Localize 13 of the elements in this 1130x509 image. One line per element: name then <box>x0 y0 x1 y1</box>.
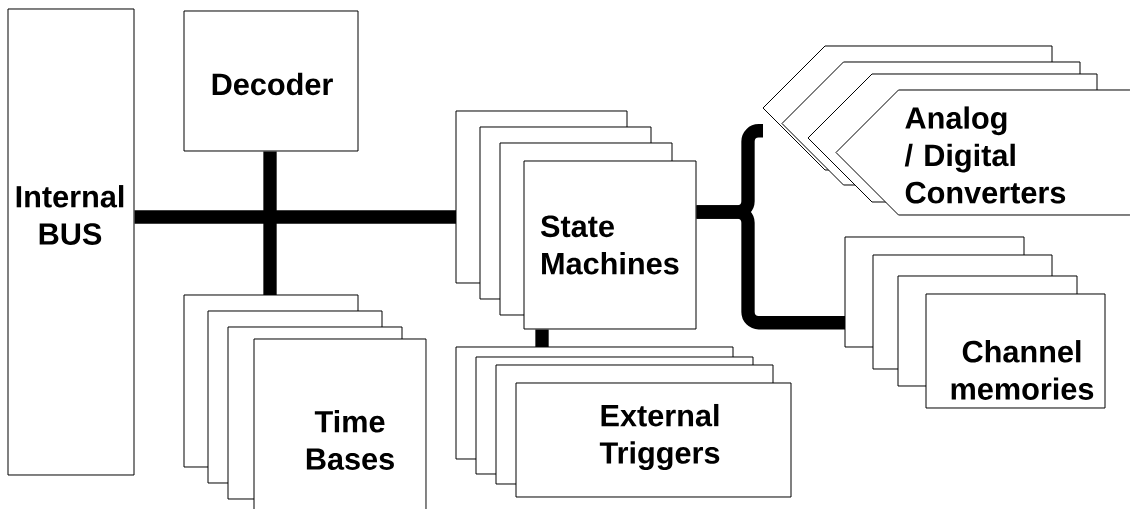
box-stack: State Machines <box>455 110 697 330</box>
node-label: Analog / Digital Converters <box>904 106 1066 204</box>
box-stack: Time Bases <box>183 294 427 509</box>
bus-line <box>134 210 456 224</box>
process-box: Decoder <box>183 10 359 152</box>
box-stack: Channel memories <box>844 236 1106 409</box>
bus-line <box>696 205 845 330</box>
process-box: Internal BUS <box>7 8 135 476</box>
box-stack: Analog / Digital Converters <box>762 45 1130 216</box>
box-stack: External Triggers <box>455 346 792 498</box>
bus-line <box>263 151 277 295</box>
node-label: memories <box>951 377 1094 400</box>
bus-line <box>535 329 549 347</box>
